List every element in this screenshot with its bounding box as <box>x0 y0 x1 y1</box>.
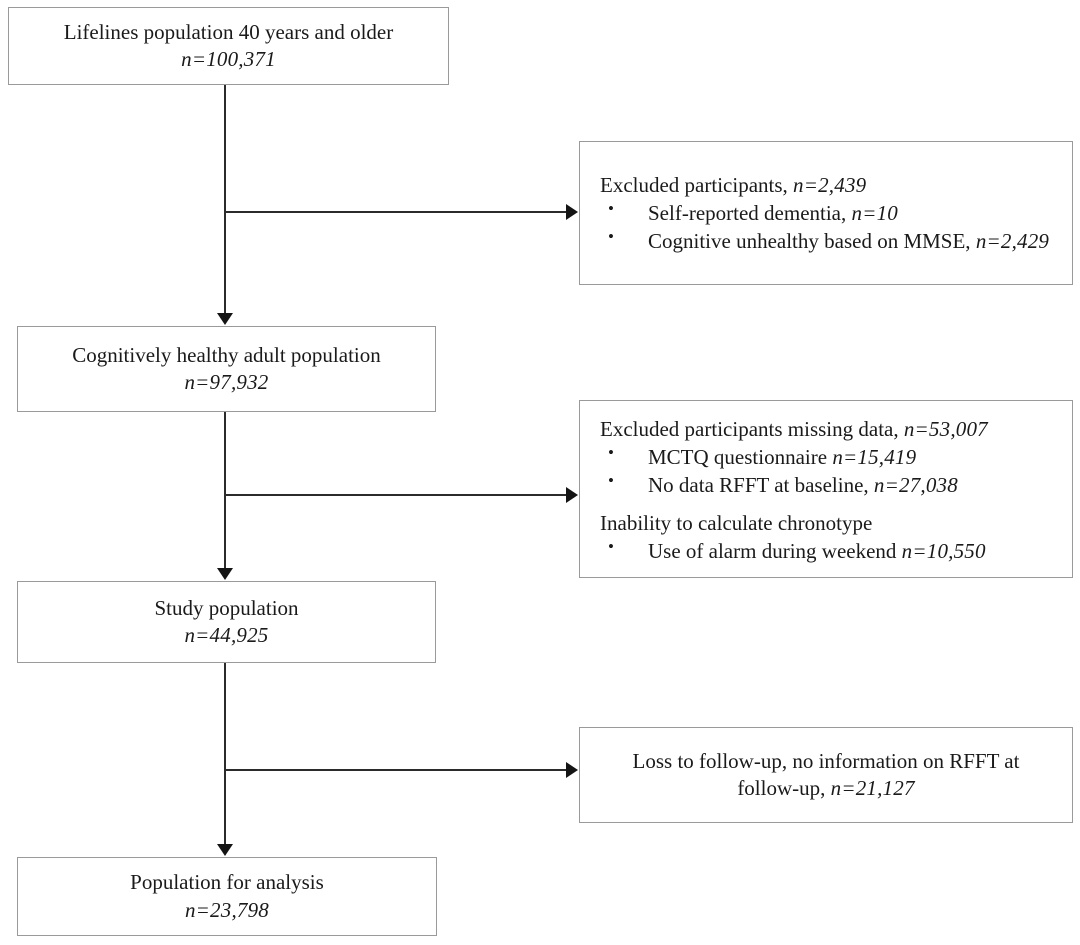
exclusion-missing-data-heading: Excluded participants missing data, n=53… <box>600 415 988 443</box>
exclusion-participants-heading-text: Excluded participants, <box>600 172 794 197</box>
arrow-down-to-population-for-analysis <box>217 844 233 856</box>
node-population-for-analysis: Population for analysis n=23,798 <box>17 857 437 936</box>
exclusion-box-loss-to-followup: Loss to follow-up, no information on RFF… <box>579 727 1073 823</box>
exclusion-missing-data-item-1-text: No data RFFT at baseline, <box>648 473 874 498</box>
exclusion-participants-item-1-text: Cognitive unhealthy based on MMSE, <box>648 229 976 254</box>
node-study-population-count: n=44,925 <box>184 623 269 647</box>
exclusion-missing-data-item-0-count: n=15,419 <box>832 445 917 470</box>
connector-trunk-1 <box>224 85 227 314</box>
arrow-right-to-exclusion-missing-data <box>566 487 578 503</box>
node-source-population: Lifelines population 40 years and older … <box>8 7 449 85</box>
node-study-population: Study population n=44,925 <box>17 581 436 663</box>
arrow-right-to-exclusion-loss-followup <box>566 762 578 778</box>
list-item: No data RFFT at baseline, n=27,038 <box>600 470 958 499</box>
list-item: Use of alarm during weekend n=10,550 <box>600 536 986 565</box>
exclusion-chronotype-item-0-count: n=10,550 <box>901 538 986 563</box>
exclusion-missing-data-heading-text: Excluded participants missing data, <box>600 417 904 441</box>
exclusion-box-missing-data: Excluded participants missing data, n=53… <box>579 400 1073 578</box>
connector-trunk-3 <box>224 663 227 845</box>
node-source-population-title: Lifelines population 40 years and older <box>63 19 394 44</box>
node-study-population-title: Study population <box>154 595 299 620</box>
node-population-for-analysis-count: n=23,798 <box>184 897 270 922</box>
exclusion-chronotype-item-0-text: Use of alarm during weekend <box>648 538 902 563</box>
exclusion-missing-data-heading-count: n=53,007 <box>903 417 988 441</box>
exclusion-participants-heading-count: n=2,439 <box>793 172 867 197</box>
exclusion-participants-list: Self-reported dementia, n=10 Cognitive u… <box>600 198 1050 255</box>
arrow-right-to-exclusion-participants <box>566 204 578 220</box>
connector-trunk-2 <box>224 412 227 569</box>
exclusion-loss-followup-line2-text: follow-up, <box>737 776 831 800</box>
exclusion-missing-data-list: MCTQ questionnaire n=15,419 No data RFFT… <box>600 442 958 499</box>
node-cognitively-healthy-title: Cognitively healthy adult population <box>72 342 381 367</box>
connector-branch-exclusion-1 <box>224 211 567 214</box>
connector-branch-exclusion-2 <box>224 494 567 497</box>
arrow-down-to-cognitively-healthy <box>217 313 233 325</box>
arrow-down-to-study-population <box>217 568 233 580</box>
node-source-population-count: n=100,371 <box>181 47 276 71</box>
list-item: Self-reported dementia, n=10 <box>600 198 1049 227</box>
exclusion-chronotype-subheading: Inability to calculate chronotype <box>600 510 873 535</box>
exclusion-missing-data-item-1-count: n=27,038 <box>873 473 958 498</box>
exclusion-loss-followup-line2-count: n=21,127 <box>830 776 915 800</box>
exclusion-loss-followup-line2: follow-up, n=21,127 <box>737 775 914 802</box>
exclusion-loss-followup-line1: Loss to follow-up, no information on RFF… <box>632 748 1020 773</box>
exclusion-participants-item-0-count: n=10 <box>851 200 898 225</box>
list-item: Cognitive unhealthy based on MMSE, n=2,4… <box>600 226 1050 255</box>
exclusion-participants-item-1-count: n=2,429 <box>975 229 1050 254</box>
exclusion-chronotype-list: Use of alarm during weekend n=10,550 <box>600 536 986 565</box>
exclusion-participants-heading: Excluded participants, n=2,439 <box>600 171 866 199</box>
node-cognitively-healthy-count: n=97,932 <box>184 370 269 394</box>
node-population-for-analysis-title: Population for analysis <box>130 870 324 895</box>
exclusion-box-participants: Excluded participants, n=2,439 Self-repo… <box>579 141 1073 285</box>
exclusion-missing-data-item-0-text: MCTQ questionnaire <box>648 445 833 470</box>
node-cognitively-healthy: Cognitively healthy adult population n=9… <box>17 326 436 412</box>
connector-branch-exclusion-3 <box>224 769 567 772</box>
exclusion-participants-item-0-text: Self-reported dementia, <box>648 200 852 225</box>
list-item: MCTQ questionnaire n=15,419 <box>600 442 958 471</box>
